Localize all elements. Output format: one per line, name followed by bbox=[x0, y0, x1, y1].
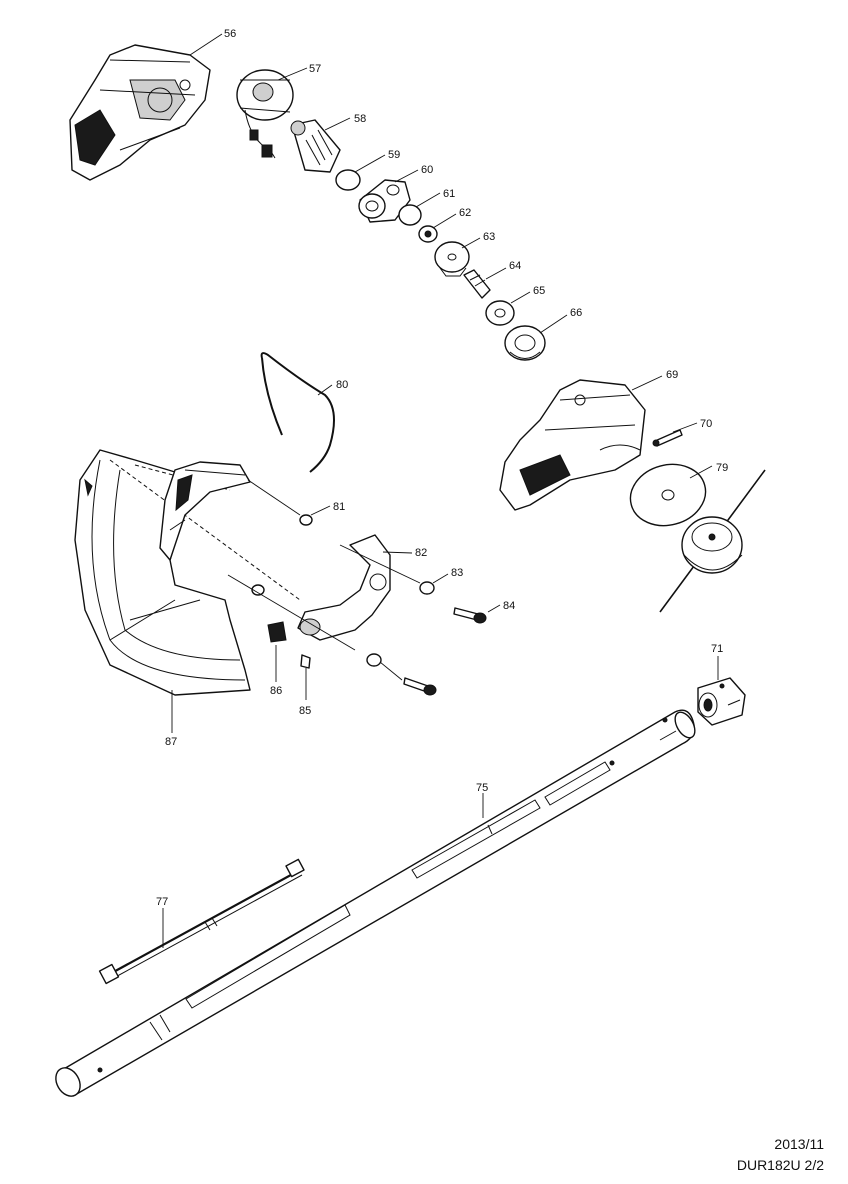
part-label-63: 63 bbox=[483, 231, 495, 243]
part-65-ball-bearing bbox=[485, 300, 515, 326]
part-label-60: 60 bbox=[421, 164, 433, 176]
part-77-lead-wire bbox=[98, 858, 305, 985]
part-label-75: 75 bbox=[476, 782, 488, 794]
part-60-bearing-box bbox=[358, 179, 411, 223]
part-label-65: 65 bbox=[533, 285, 545, 297]
part-80-wire-guard bbox=[260, 352, 335, 473]
part-label-57: 57 bbox=[309, 63, 321, 75]
part-label-69: 69 bbox=[666, 369, 678, 381]
part-79-protector bbox=[629, 463, 707, 527]
part-56-motor-housing bbox=[69, 44, 211, 181]
part-label-81: 81 bbox=[333, 501, 345, 513]
part-label-83: 83 bbox=[451, 567, 463, 579]
part-label-84: 84 bbox=[503, 600, 515, 612]
part-58-armature bbox=[290, 119, 341, 173]
part-label-64: 64 bbox=[509, 260, 521, 272]
part-62-ball-bearing bbox=[418, 225, 438, 243]
part-label-77: 77 bbox=[156, 896, 168, 908]
part-label-58: 58 bbox=[354, 113, 366, 125]
part-86-plate bbox=[267, 621, 287, 643]
part-66-cap bbox=[504, 325, 546, 361]
part-61-washer bbox=[398, 204, 422, 226]
part-75-shaft-pipe bbox=[55, 709, 696, 1097]
part-label-71: 71 bbox=[711, 643, 723, 655]
part-85-screw bbox=[300, 654, 311, 669]
part-label-56: 56 bbox=[224, 28, 236, 40]
part-59-washer bbox=[335, 169, 361, 191]
part-87-shield bbox=[74, 449, 301, 696]
part-label-80: 80 bbox=[336, 379, 348, 391]
lower-washer-and-bolt bbox=[227, 574, 437, 696]
part-label-61: 61 bbox=[443, 188, 455, 200]
part-81-washer bbox=[299, 514, 313, 526]
part-label-66: 66 bbox=[570, 307, 582, 319]
part-70-screw bbox=[652, 429, 683, 447]
part-label-59: 59 bbox=[388, 149, 400, 161]
part-label-87: 87 bbox=[165, 736, 177, 748]
part-label-79: 79 bbox=[716, 462, 728, 474]
part-82-clamp bbox=[297, 534, 391, 641]
part-57-field bbox=[236, 69, 294, 159]
part-64-spindle bbox=[463, 269, 491, 299]
part-71-joint bbox=[697, 677, 746, 726]
footer-date: 2013/11 bbox=[774, 1136, 824, 1152]
part-83-washer bbox=[419, 581, 435, 595]
part-label-85: 85 bbox=[299, 705, 311, 717]
nylon-cutting-head bbox=[659, 469, 766, 613]
part-label-62: 62 bbox=[459, 207, 471, 219]
part-69-gear-housing bbox=[499, 379, 646, 511]
part-63-spur-gear bbox=[434, 241, 470, 277]
part-label-70: 70 bbox=[700, 418, 712, 430]
part-84-bolt bbox=[453, 607, 487, 624]
part-label-82: 82 bbox=[415, 547, 427, 559]
shield-bracket bbox=[159, 461, 251, 561]
part-label-86: 86 bbox=[270, 685, 282, 697]
footer-model-page: DUR182U 2/2 bbox=[736, 1157, 824, 1173]
